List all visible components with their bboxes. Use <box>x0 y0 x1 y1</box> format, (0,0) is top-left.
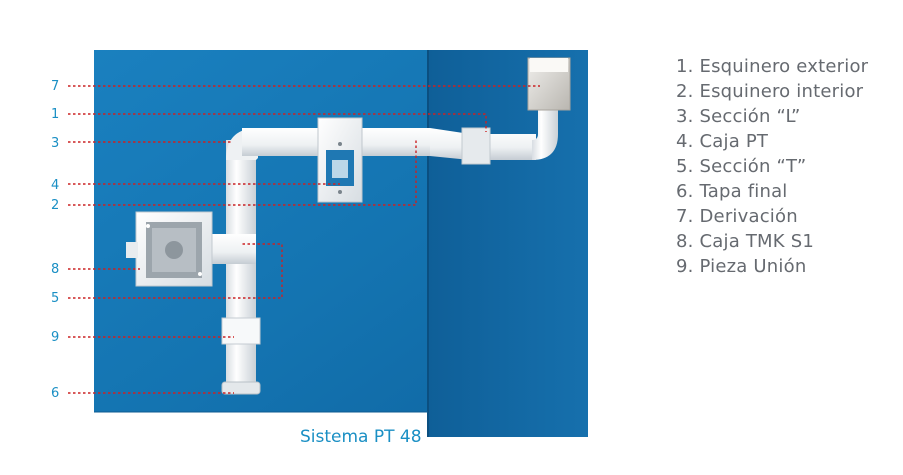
callout-4: 4 <box>51 178 59 193</box>
legend-item: 2. Esquinero interior <box>676 81 864 102</box>
callout-line-2 <box>68 138 417 206</box>
legend-item: 6. Tapa final <box>676 181 788 202</box>
callout-6: 6 <box>51 386 59 401</box>
legend-item: 4. Caja PT <box>676 131 769 152</box>
legend-item: 9. Pieza Unión <box>676 256 807 277</box>
legend-item: 3. Sección “L” <box>676 106 801 127</box>
legend-item: 8. Caja TMK S1 <box>676 231 814 252</box>
callout-1: 1 <box>51 107 59 122</box>
union-piece <box>221 317 261 345</box>
end-cap <box>221 381 261 395</box>
derivation-riser <box>532 106 558 160</box>
diagram-caption: Sistema PT 48 <box>300 427 422 447</box>
legend-item: 7. Derivación <box>676 206 798 227</box>
exterior-corner <box>461 127 491 165</box>
callout-5: 5 <box>51 291 59 306</box>
legend-item: 1. Esquinero exterior <box>676 56 869 77</box>
callout-line-5 <box>68 243 283 299</box>
callout-9: 9 <box>51 330 59 345</box>
legend-item: 5. Sección “T” <box>676 156 807 177</box>
callout-3: 3 <box>51 136 59 151</box>
callout-2: 2 <box>51 198 59 213</box>
callout-line-1 <box>68 113 487 132</box>
component-legend: 1. Esquinero exterior 2. Esquinero inter… <box>676 54 868 279</box>
conduit-system <box>126 57 571 395</box>
callout-lines <box>68 85 540 394</box>
callout-numbers: 7 1 3 4 2 8 5 9 6 <box>51 79 59 401</box>
vertical-conduit <box>226 140 256 392</box>
callout-8: 8 <box>51 262 59 277</box>
t-section <box>210 234 256 264</box>
callout-7: 7 <box>51 79 59 94</box>
